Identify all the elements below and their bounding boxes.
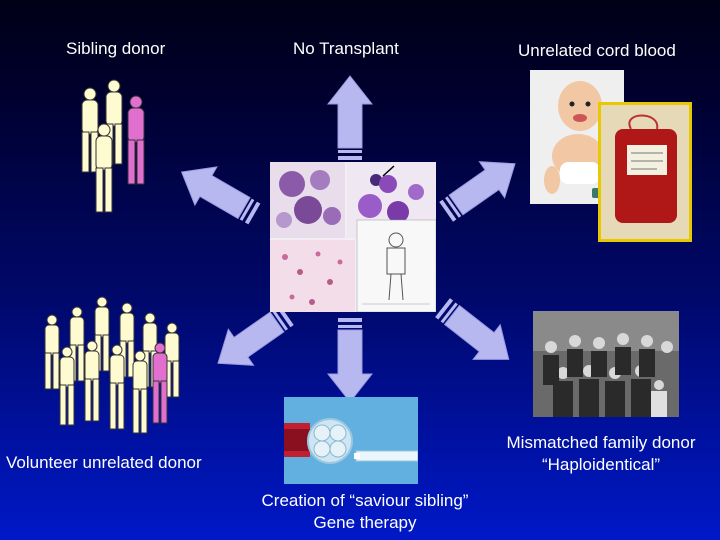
cord-blood-label: Unrelated cord blood [518, 41, 676, 60]
arrow-to-mismatched [428, 289, 523, 378]
volunteer-donor-figures [32, 290, 192, 445]
arrow-to-sibling [170, 152, 266, 234]
volunteer-donor-label: Volunteer unrelated donor [6, 453, 202, 472]
no-transplant-label: No Transplant [293, 39, 399, 58]
sibling-donor-figures [64, 72, 164, 222]
cell-micrograph-image [270, 162, 436, 312]
family-photo [533, 311, 679, 417]
arrow-down [327, 317, 373, 403]
arrow-to-volunteer [204, 296, 300, 382]
embryo-photo [284, 397, 418, 484]
saviour-line-2: Gene therapy [313, 513, 417, 533]
cord-blood-bag-photo [598, 102, 692, 242]
sibling-donor-label: Sibling donor [66, 39, 166, 58]
saviour-sibling-label: Creation of “saviour sibling” Gene thera… [240, 490, 490, 534]
arrow-up [327, 75, 373, 161]
center-collage [270, 162, 436, 312]
mismatched-family-label: Mismatched family donor “Haploidentical” [488, 432, 714, 476]
mismatched-line-2: “Haploidentical” [541, 455, 661, 475]
arrow-to-cord-blood [433, 145, 529, 231]
saviour-line-1: Creation of “saviour sibling” [261, 491, 469, 510]
mismatched-line-1: Mismatched family donor [506, 433, 696, 452]
